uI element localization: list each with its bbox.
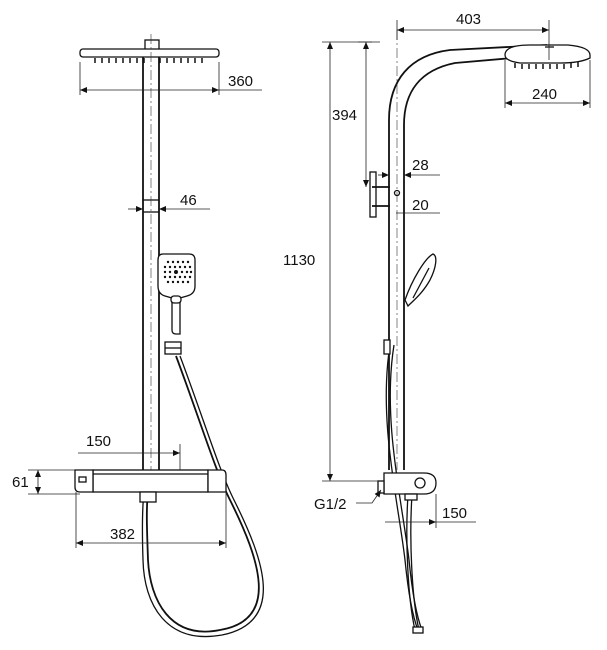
- side-hand-shower: [404, 253, 437, 308]
- front-dimension-valve-width: 382: [75, 492, 227, 548]
- front-hand-shower: [157, 253, 196, 335]
- side-inlet-thread-label: G1/2: [314, 496, 347, 513]
- side-head-reach-label: 403: [456, 11, 481, 28]
- front-slider-bracket: [164, 341, 182, 355]
- front-pipe-diameter-label: 46: [180, 192, 197, 209]
- side-bracket-offset-label: 28: [412, 157, 429, 174]
- side-slider-bracket: [383, 339, 391, 355]
- side-riser-pipe: [388, 30, 548, 470]
- side-thermostatic-valve: [377, 472, 437, 501]
- front-valve-height-label: 61: [12, 474, 29, 491]
- side-dimension-head-diameter: 240: [504, 60, 591, 108]
- side-valve-depth-label: 150: [442, 505, 467, 522]
- side-dimension-inlet-thread: G1/2: [314, 489, 382, 513]
- front-dimension-head-width: 360: [79, 62, 262, 95]
- side-dimension-bracket-size: 20: [396, 197, 440, 214]
- front-view: [74, 34, 264, 638]
- side-view: [369, 30, 591, 634]
- side-total-height-label: 1130: [283, 252, 315, 269]
- side-upper-height-label: 394: [332, 107, 357, 124]
- front-dimension-valve-height: 61: [12, 469, 80, 495]
- side-dimension-head-reach: 403: [396, 11, 550, 60]
- front-rain-shower-head: [79, 39, 220, 63]
- front-dimension-pipe-diameter: 46: [128, 192, 210, 212]
- side-bracket-size-label: 20: [412, 197, 429, 214]
- front-spout-offset-label: 150: [86, 433, 111, 450]
- side-dimension-total-height: 1130: [283, 41, 378, 482]
- side-rain-shower-head: [504, 44, 591, 69]
- front-head-nozzles: [94, 58, 203, 63]
- front-riser-pipe: [142, 34, 160, 490]
- front-head-width-label: 360: [228, 73, 253, 90]
- front-dimension-spout-offset: 150: [78, 433, 181, 470]
- side-wall-bracket: [369, 171, 401, 218]
- side-head-diameter-label: 240: [532, 86, 557, 103]
- side-dimension-upper-height: 394: [332, 41, 380, 187]
- side-dimension-valve-depth: 150: [385, 494, 476, 528]
- side-dimension-bracket-offset: 28: [378, 157, 440, 178]
- front-thermostatic-valve: [74, 469, 227, 503]
- front-hose: [141, 355, 264, 638]
- side-hose: [385, 344, 424, 634]
- front-valve-width-label: 382: [110, 526, 135, 543]
